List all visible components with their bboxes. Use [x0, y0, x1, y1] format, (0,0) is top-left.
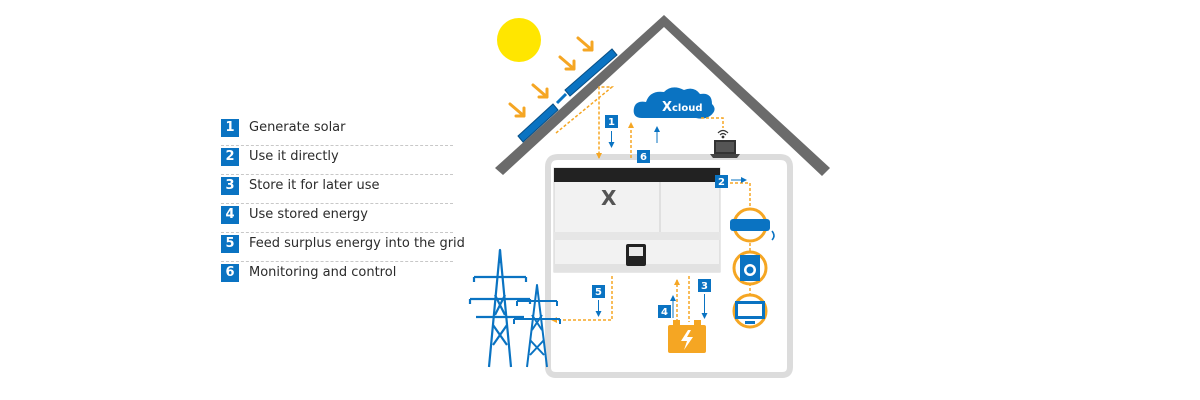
wifi-icon [717, 129, 729, 139]
legend-number-badge: 4 [221, 206, 239, 224]
legend-number-badge: 1 [221, 119, 239, 137]
cloud-icon: X cloud [633, 87, 715, 119]
sun-ray-arrows [508, 36, 594, 118]
flow-badge-6: 6 [628, 122, 660, 163]
flow-badge-3: 3 [688, 276, 711, 322]
svg-text:6: 6 [640, 152, 647, 163]
power-pylon-icon [513, 284, 561, 368]
flow-badge-4: 4 [658, 279, 680, 322]
solar-flow-path [555, 86, 615, 159]
legend-label: Use stored energy [249, 207, 368, 222]
legend-number-badge: 3 [221, 177, 239, 195]
svg-text:X: X [662, 100, 672, 115]
legend-item: 1 Generate solar [221, 117, 453, 146]
flow-badge-1: 1 [605, 115, 618, 148]
air-conditioner-icon [730, 207, 775, 243]
legend-number-badge: 6 [221, 264, 239, 282]
power-pylon-icon [468, 248, 532, 368]
house-walls [545, 154, 793, 378]
inverter-unit-icon: X [553, 167, 721, 273]
svg-text:1: 1 [608, 117, 615, 128]
legend-number-badge: 2 [221, 148, 239, 166]
television-icon [732, 293, 768, 329]
svg-text:2: 2 [718, 177, 725, 188]
svg-text:4: 4 [661, 307, 668, 318]
legend-number-badge: 5 [221, 235, 239, 253]
svg-text:3: 3 [701, 281, 708, 292]
legend-label: Monitoring and control [249, 265, 397, 280]
solar-panel-icon [517, 48, 618, 143]
laptop-icon [710, 140, 740, 158]
legend-item: 6 Monitoring and control [221, 262, 453, 291]
legend-item: 2 Use it directly [221, 146, 453, 175]
legend: 1 Generate solar 2 Use it directly 3 Sto… [221, 117, 465, 291]
legend-label: Use it directly [249, 149, 339, 164]
flow-badge-5: 5 [551, 276, 613, 323]
washing-machine-icon [732, 250, 768, 286]
legend-label: Generate solar [249, 120, 346, 135]
legend-label: Feed surplus energy into the grid [249, 236, 465, 251]
battery-icon [668, 320, 706, 353]
legend-label: Store it for later use [249, 178, 380, 193]
legend-item: 4 Use stored energy [221, 204, 453, 233]
svg-text:cloud: cloud [672, 103, 703, 114]
legend-item: 3 Store it for later use [221, 175, 453, 204]
sun-icon [497, 18, 541, 62]
cloud-laptop-link [701, 117, 724, 128]
flow-badge-2: 2 [715, 175, 751, 303]
svg-text:5: 5 [595, 287, 602, 298]
legend-item: 5 Feed surplus energy into the grid [221, 233, 465, 262]
svg-text:X: X [601, 186, 617, 210]
